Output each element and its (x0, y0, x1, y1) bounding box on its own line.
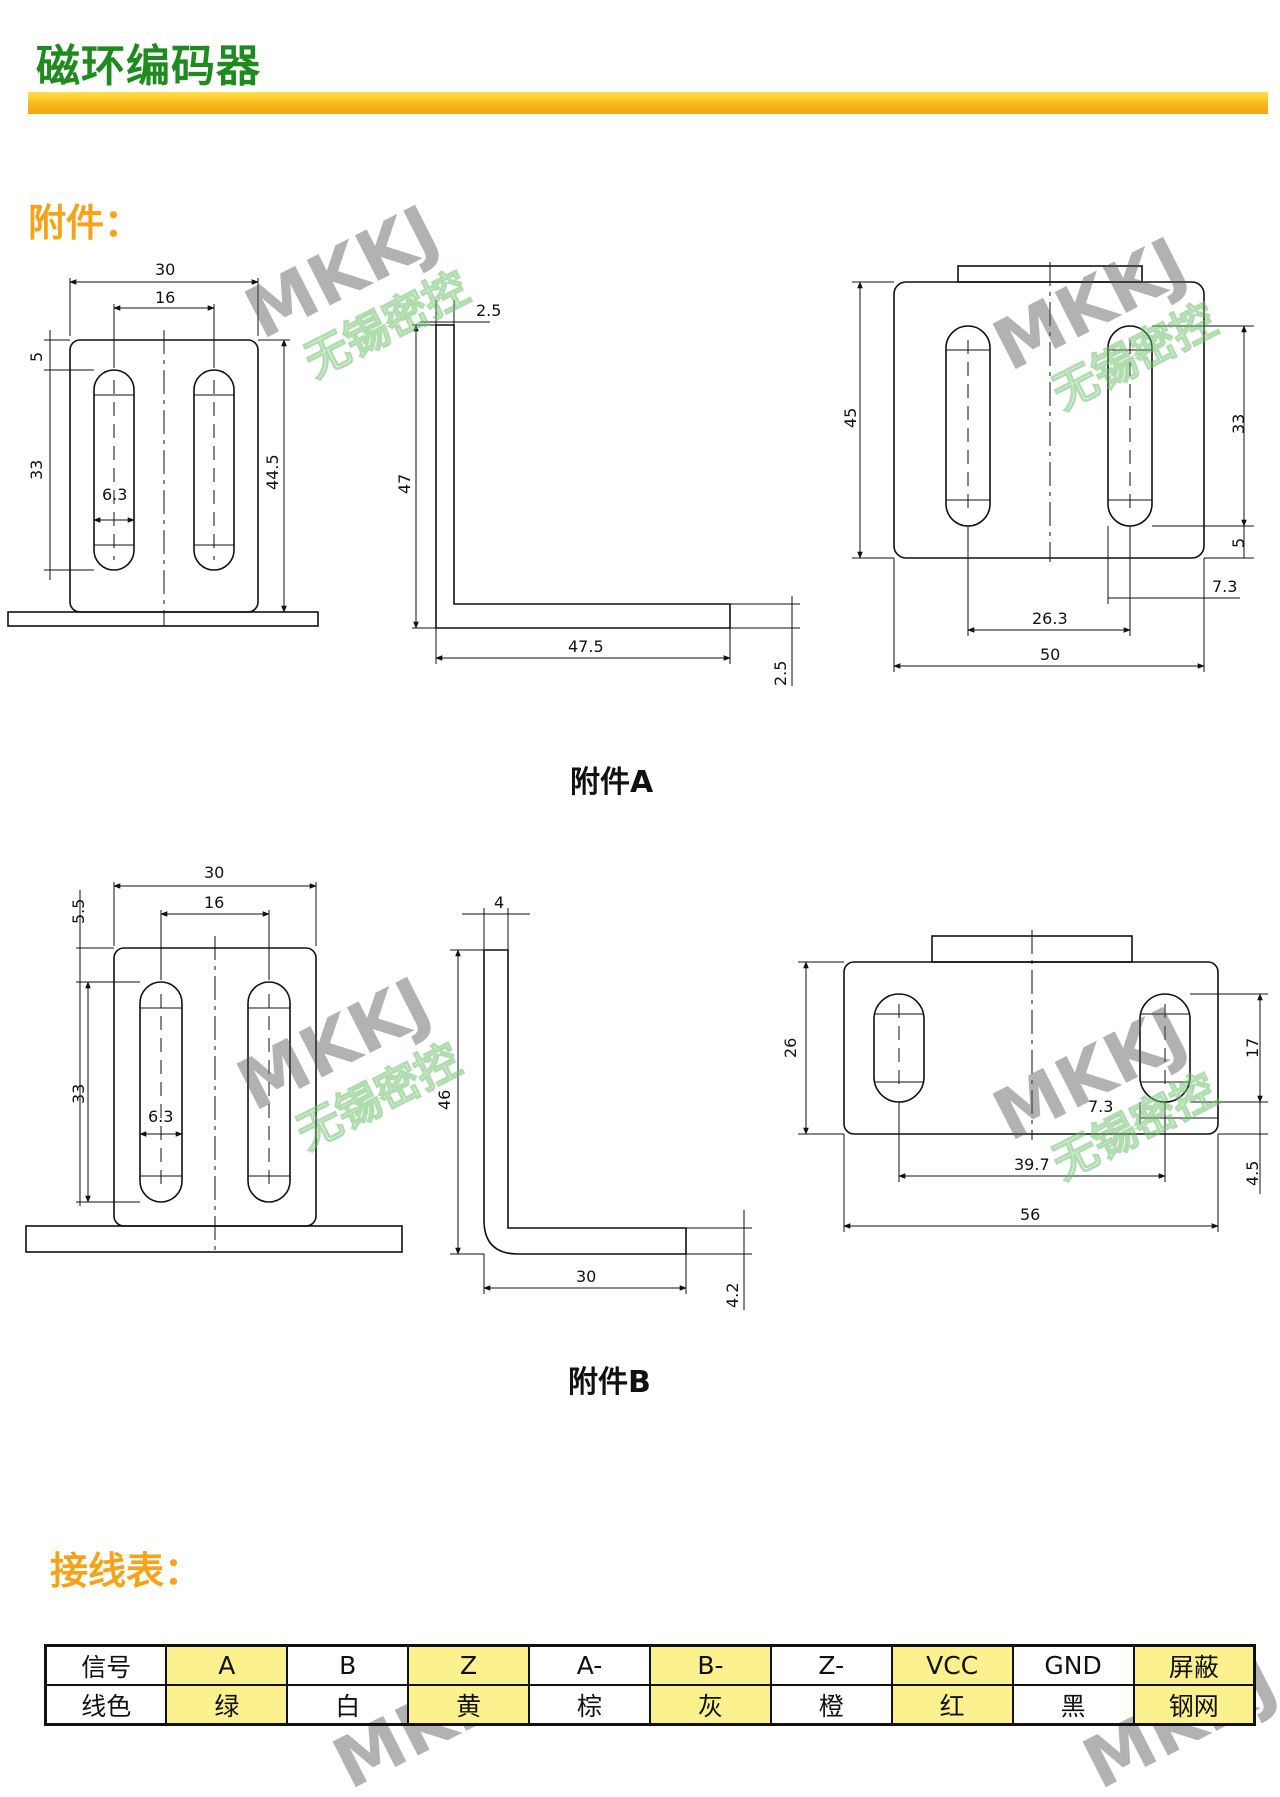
dim-b-front-top-offset: 5.5 (69, 899, 88, 924)
table-row-color: 线色 绿 白 黄 棕 灰 橙 红 黑 钢网 (44, 1684, 1256, 1726)
table-cell: 信号 (44, 1644, 168, 1686)
table-cell: 屏蔽 (1132, 1644, 1256, 1686)
dim-a-side-base-thickness: 2.5 (771, 661, 790, 686)
attachment-b-front-view (25, 882, 403, 1253)
dim-a-top-width: 50 (1040, 645, 1060, 664)
watermark-logo-3: MKKJ 无锡密控 (224, 961, 469, 1160)
dim-a-front-height: 44.5 (263, 454, 282, 490)
table-cell: GND (1011, 1644, 1135, 1686)
dim-b-top-slot-length: 17 (1243, 1038, 1262, 1058)
dim-a-top-slot-length: 33 (1229, 414, 1248, 434)
page-title: 磁环编码器 (36, 41, 261, 92)
dim-b-top-width: 56 (1020, 1205, 1040, 1224)
wiring-heading: 接线表： (50, 1549, 203, 1593)
dim-a-front-top-offset: 5 (27, 352, 46, 362)
table-cell: A (165, 1644, 289, 1686)
dim-a-front-slot-spacing: 16 (155, 288, 175, 307)
dim-a-top-edge-offset: 7.3 (1212, 577, 1237, 596)
watermark-logo-2: MKKJ 无锡密控 (980, 221, 1225, 420)
dim-b-front-slot-spacing: 16 (204, 893, 224, 912)
table-cell: 绿 (165, 1684, 289, 1726)
table-cell: 钢网 (1132, 1684, 1256, 1726)
dim-a-top-bottom-offset: 5 (1229, 538, 1248, 548)
table-cell: 白 (286, 1684, 410, 1726)
dim-b-top-slot-spacing: 39.7 (1014, 1155, 1050, 1174)
dim-a-side-thickness: 2.5 (476, 301, 501, 320)
attachment-a-side-view (412, 300, 800, 686)
table-cell: VCC (890, 1644, 1014, 1686)
table-cell: 棕 (528, 1684, 651, 1726)
title-underline-bar (28, 92, 1268, 114)
dim-b-front-width: 30 (204, 863, 224, 882)
dim-a-side-height: 47 (395, 474, 414, 494)
table-cell: Z- (769, 1644, 893, 1686)
dim-a-front-width: 30 (155, 260, 175, 279)
wiring-table: 信号 A B Z A- B- Z- VCC GND 屏蔽 线色 绿 白 黄 棕 … (44, 1644, 1256, 1726)
dim-a-top-slot-spacing: 26.3 (1032, 609, 1068, 628)
attachment-b-side-view (450, 908, 752, 1310)
attachment-b-caption: 附件B (568, 1365, 651, 1400)
dim-a-front-slot-width: 6.3 (102, 485, 127, 504)
dim-b-side-base-length: 30 (576, 1267, 596, 1286)
dim-a-side-base-length: 47.5 (568, 637, 604, 656)
table-cell: 橙 (769, 1684, 893, 1726)
attachment-b-top-view (798, 930, 1268, 1232)
table-cell: 线色 (44, 1684, 168, 1726)
attachments-heading: 附件： (28, 201, 143, 245)
table-cell: B- (648, 1644, 772, 1686)
table-cell: B (286, 1644, 410, 1686)
table-row-signal: 信号 A B Z A- B- Z- VCC GND 屏蔽 (44, 1644, 1256, 1686)
dim-b-top-depth: 26 (781, 1038, 800, 1058)
dim-b-top-edge-offset: 7.3 (1088, 1097, 1113, 1116)
attachment-a-top-view (852, 262, 1254, 672)
table-cell: Z (407, 1644, 531, 1686)
dim-b-side-base-thickness: 4.2 (723, 1283, 742, 1308)
dim-b-side-thickness: 4 (494, 893, 504, 912)
table-cell: 黑 (1011, 1684, 1135, 1726)
dim-b-side-height: 46 (435, 1090, 454, 1110)
dim-b-front-slot-width: 6.3 (148, 1107, 173, 1126)
table-cell: 黄 (407, 1684, 531, 1726)
attachment-a-caption: 附件A (570, 765, 654, 800)
table-cell: 红 (890, 1684, 1014, 1726)
dim-b-front-slot-length: 33 (69, 1084, 88, 1104)
attachment-a-front-view (7, 278, 319, 627)
table-cell: A- (528, 1644, 651, 1686)
table-cell: 灰 (648, 1684, 772, 1726)
dim-a-front-slot-length: 33 (27, 460, 46, 480)
dim-a-top-depth: 45 (841, 408, 860, 428)
watermark-logo-1: MKKJ 无锡密控 (232, 189, 477, 388)
dim-b-top-bottom-offset: 4.5 (1243, 1161, 1262, 1186)
